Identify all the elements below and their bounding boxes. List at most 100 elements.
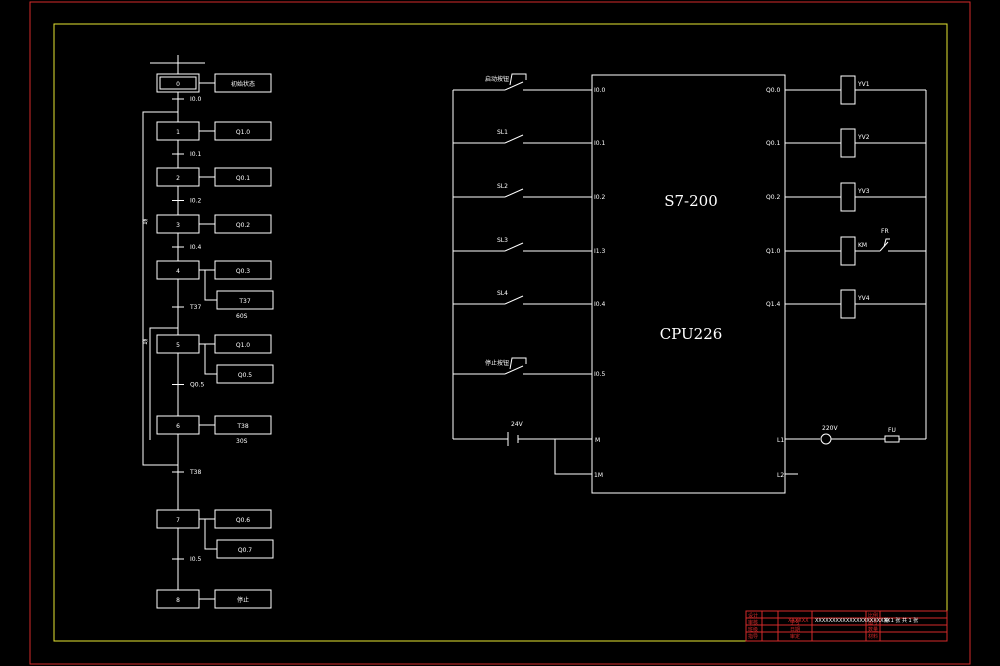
dc-source-label: 24V: [511, 421, 524, 428]
sfc-step-number: 4: [176, 268, 180, 275]
sfc-step-number: 6: [176, 423, 180, 430]
tb-cell: 审定: [790, 633, 800, 640]
tb-cell: 班级: [748, 626, 758, 633]
sfc-transition-label: T38: [189, 469, 201, 476]
input-terminal-label: I0.0: [594, 87, 605, 94]
input-contact: [504, 295, 524, 305]
input-device-label: SL2: [497, 183, 508, 190]
plc-body: [591, 74, 786, 494]
pushbutton-actuator: [509, 73, 527, 86]
input-contact: [504, 134, 524, 144]
plc-cpu-label: CPU226: [660, 325, 723, 343]
sfc-note-30s: 30S: [236, 438, 248, 445]
pushbutton-actuator: [509, 357, 527, 370]
sfc-step-number: 1: [176, 129, 180, 136]
sfc-action-box: [214, 334, 272, 354]
sfc-transition-label: Q0.5: [190, 382, 204, 389]
sfc-action-box: [214, 509, 272, 529]
fuse-label: FU: [888, 427, 896, 434]
sfc-step-number: 3: [176, 222, 180, 229]
sfc-step-number: 7: [176, 517, 180, 524]
input-contact: [504, 188, 524, 198]
output-terminal-label: Q1.0: [766, 248, 780, 255]
input-device-label: 停止按钮: [485, 359, 509, 367]
terminal-l1-label: L1: [777, 437, 784, 444]
sfc-initial-step-inner: [159, 76, 197, 90]
tb-cell: 日期: [790, 627, 800, 633]
sfc-action2-link: [204, 519, 217, 550]
output-terminal-label: Q0.0: [766, 87, 780, 94]
tb-drawing-title: XXXXXXXXXXXXXXXXXXXXXX: [815, 618, 891, 624]
sfc-loop-line-inner: [149, 327, 178, 440]
output-load-label: YV2: [857, 134, 870, 141]
sfc-action2-label: Q0.7: [238, 547, 252, 554]
sfc-action2-box: [216, 290, 274, 310]
sfc-action-label: Q1.0: [236, 342, 250, 349]
terminal-l2-label: L2: [777, 472, 784, 479]
tb-cell: 数量: [868, 626, 878, 633]
sfc-action-label: T38: [236, 423, 248, 430]
sfc-action-label: 停止: [237, 596, 249, 604]
title-block: 设计比例审核学号图号班级日期数量指导审定材料 XXXXXX XXXXXXXXXX…: [745, 610, 948, 642]
sfc-action2-box: [216, 539, 274, 559]
sfc-loop-label-1: 否: [142, 219, 148, 226]
output-circuit-3: Q1.0KM: [766, 236, 926, 266]
inner-frame: [53, 23, 948, 642]
sfc-step-number: 8: [176, 597, 180, 604]
input-contact: [504, 365, 524, 375]
input-terminal-label: I1.3: [594, 248, 605, 255]
sfc-action-label: Q0.6: [236, 517, 250, 524]
sfc-action-box: [214, 214, 272, 234]
sfc-action-box: [214, 121, 272, 141]
sfc-action2-label: Q0.5: [238, 372, 252, 379]
title-block-rows: 设计比例审核学号图号班级日期数量指导审定材料: [748, 612, 878, 640]
sfc-step-number: 2: [176, 175, 180, 182]
tb-cell: 材料: [868, 633, 878, 640]
sfc-transition-label: I0.1: [190, 151, 201, 158]
input-terminal-label: I0.2: [594, 194, 605, 201]
sfc-step-5: 5 Q1.0Q0.5: [156, 334, 274, 384]
sfc-action-box: [214, 73, 272, 93]
sfc-step-number: 5: [176, 342, 180, 349]
sfc-action2-box: [216, 364, 274, 384]
sfc-loop-line-outer: [142, 111, 178, 466]
sfc-loop-label-2: 否: [142, 339, 148, 346]
sfc-note-60s: 60S: [236, 313, 248, 320]
tb-sheet-info: 第 1 张 共 1 张: [884, 617, 918, 624]
sfc-action-box: [214, 260, 272, 280]
ac-source-label: 220V: [822, 425, 838, 432]
plc-wiring-diagram: S7-200 CPU226 启动按钮I0.0SL1I0.1SL2I0.2SL3I…: [452, 73, 927, 494]
output-load-label: YV3: [857, 188, 870, 195]
sfc-action-box: [214, 415, 272, 435]
sfc-step-number: 0: [176, 81, 180, 88]
terminal-m-label: M: [595, 437, 600, 444]
input-contact: [504, 81, 524, 91]
input-device-label: SL3: [497, 237, 508, 244]
tb-cell: 图号: [868, 620, 878, 626]
sfc-transition-label: I0.2: [190, 198, 201, 205]
sfc-action-box: [214, 589, 272, 609]
sfc-action-label: Q0.2: [236, 222, 250, 229]
output-circuit-1: Q0.1 YV2: [766, 128, 926, 158]
input-device-label: 启动按钮: [485, 75, 509, 83]
tb-cell: 指导: [748, 633, 758, 640]
dc-1m-jumper: [554, 439, 592, 475]
output-terminal-label: Q0.1: [766, 140, 780, 147]
output-load-label: YV4: [857, 295, 870, 302]
sfc-transition-label: I0.4: [190, 244, 201, 251]
sfc-action-label: Q0.3: [236, 268, 250, 275]
input-device-label: SL4: [497, 290, 508, 297]
outer-frame: [29, 1, 971, 665]
